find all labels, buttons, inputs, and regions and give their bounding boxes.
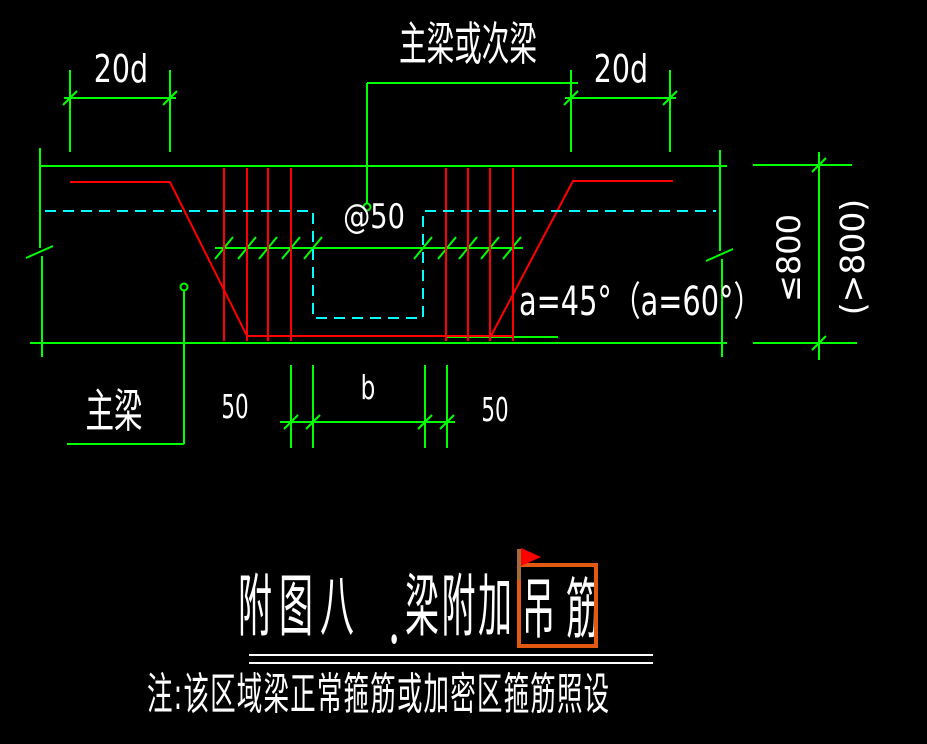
leader-dot [179, 282, 189, 292]
label-dim-50-right: 50 [481, 390, 509, 429]
hidden-line-secondary-beam [45, 210, 716, 319]
main-beam-outline [25, 148, 734, 357]
dimension-20d-right [563, 70, 678, 152]
break-symbol-right [705, 248, 734, 262]
figure-title-part1: 附图八 [238, 568, 362, 647]
note-text: 注:该区域梁正常箍筋或加密区箍筋照设 [147, 669, 611, 720]
label-anchor-right: 20d [593, 47, 649, 91]
stirrup-group-left [223, 168, 292, 341]
hanging-rebar [70, 180, 673, 337]
figure-title-highlight: 吊筋 [522, 571, 610, 648]
leader-dot [362, 202, 372, 212]
stirrup-group-right [445, 168, 514, 341]
dimension-beam-height [753, 152, 857, 360]
stirrup-hatch-line [214, 236, 523, 260]
break-symbol-left [25, 245, 54, 259]
title-rule-bottom [249, 662, 653, 664]
label-main-beam: 主梁 [85, 384, 143, 438]
figure-title-part2: 梁附加 [405, 568, 515, 647]
flag-pole [517, 549, 521, 580]
dimension-50-b-50 [280, 365, 455, 448]
label-beam-top: 主梁或次梁 [399, 17, 537, 71]
label-dim-b: b [360, 368, 376, 407]
flag-icon[interactable] [521, 548, 541, 566]
label-spacing: @50 [343, 197, 405, 237]
label-height-gt800: (>800) [833, 198, 872, 316]
highlight-box[interactable] [517, 563, 598, 648]
title-rule-top [249, 654, 653, 656]
dimension-20d-left [62, 70, 178, 152]
label-dim-50-left: 50 [221, 387, 249, 426]
secondary-beam-outline [362, 82, 578, 212]
label-anchor-left: 20d [93, 47, 149, 91]
main-beam-leader [67, 282, 189, 445]
label-bend-angle: a=45°（a=60°） [519, 279, 763, 325]
label-height-le800: ≤800 [770, 214, 808, 302]
figure-title-dot: ． [386, 586, 421, 659]
